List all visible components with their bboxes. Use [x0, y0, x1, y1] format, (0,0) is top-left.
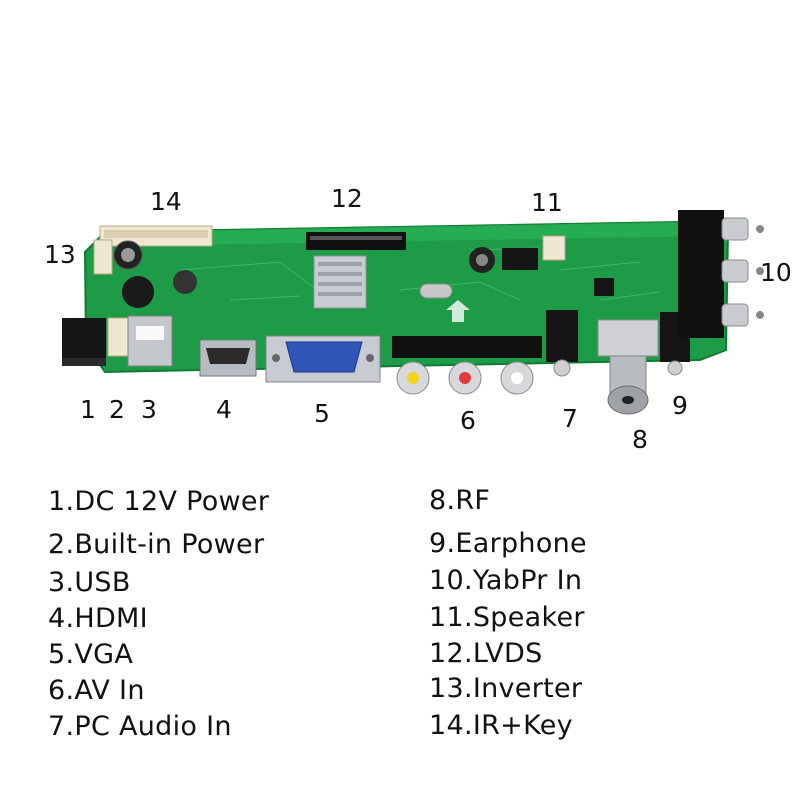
- callout-5: 5: [314, 399, 330, 428]
- callout-13: 13: [44, 240, 76, 269]
- legend-item-ir-key: 14.IR+Key: [429, 710, 573, 741]
- legend-item-lvds: 12.LVDS: [429, 638, 543, 669]
- callout-4: 4: [216, 395, 232, 424]
- usb-port: [127, 315, 173, 367]
- av-in-jacks: [392, 336, 542, 395]
- callout-14: 14: [150, 187, 182, 216]
- speaker-connector: [542, 235, 566, 261]
- lvds-header: [306, 232, 406, 250]
- callout-10: 10: [760, 258, 792, 287]
- controller-board-photo: [62, 210, 764, 415]
- legend-item-av-in: 6.AV In: [48, 675, 145, 706]
- hdmi-port: [199, 339, 257, 377]
- legend-item-inverter: 13.Inverter: [429, 673, 583, 704]
- vga-port: [265, 335, 381, 383]
- rf-connector: [597, 319, 659, 415]
- legend-item-vga: 5.VGA: [48, 639, 134, 670]
- legend-item-hdmi: 4.HDMI: [48, 603, 148, 634]
- built-in-power-connector: [107, 317, 129, 357]
- legend-item-dc-power: 1.DC 12V Power: [48, 486, 270, 517]
- crystal: [419, 283, 453, 299]
- callout-3: 3: [141, 395, 157, 424]
- legend-item-speaker: 11.Speaker: [429, 602, 585, 633]
- legend-item-rf: 8.RF: [429, 485, 491, 516]
- ypbpr-jacks: [678, 210, 764, 338]
- capacitors: [113, 240, 495, 308]
- legend-item-earphone: 9.Earphone: [429, 528, 587, 559]
- callout-2: 2: [109, 395, 125, 424]
- chip: [502, 248, 538, 270]
- callout-1: 1: [80, 395, 96, 424]
- inverter-connector: [93, 239, 113, 275]
- legend-item-usb: 3.USB: [48, 567, 131, 598]
- legend-item-ypbpr-in: 10.YabPr In: [429, 565, 583, 596]
- earphone-jack: [660, 312, 690, 376]
- callout-8: 8: [632, 425, 648, 454]
- board-arrow-marking: [446, 300, 470, 322]
- legend-item-built-in-power: 2.Built-in Power: [48, 529, 265, 560]
- callout-11: 11: [531, 188, 563, 217]
- heatsink: [313, 255, 367, 309]
- callout-7: 7: [562, 404, 578, 433]
- callout-9: 9: [672, 391, 688, 420]
- legend-item-pc-audio-in: 7.PC Audio In: [48, 711, 232, 742]
- dc-power-jack: [62, 318, 106, 366]
- callout-12: 12: [331, 184, 363, 213]
- chip: [594, 278, 614, 296]
- pc-audio-jack: [546, 310, 578, 377]
- ir-key-connector: [99, 225, 213, 247]
- callout-6: 6: [460, 406, 476, 435]
